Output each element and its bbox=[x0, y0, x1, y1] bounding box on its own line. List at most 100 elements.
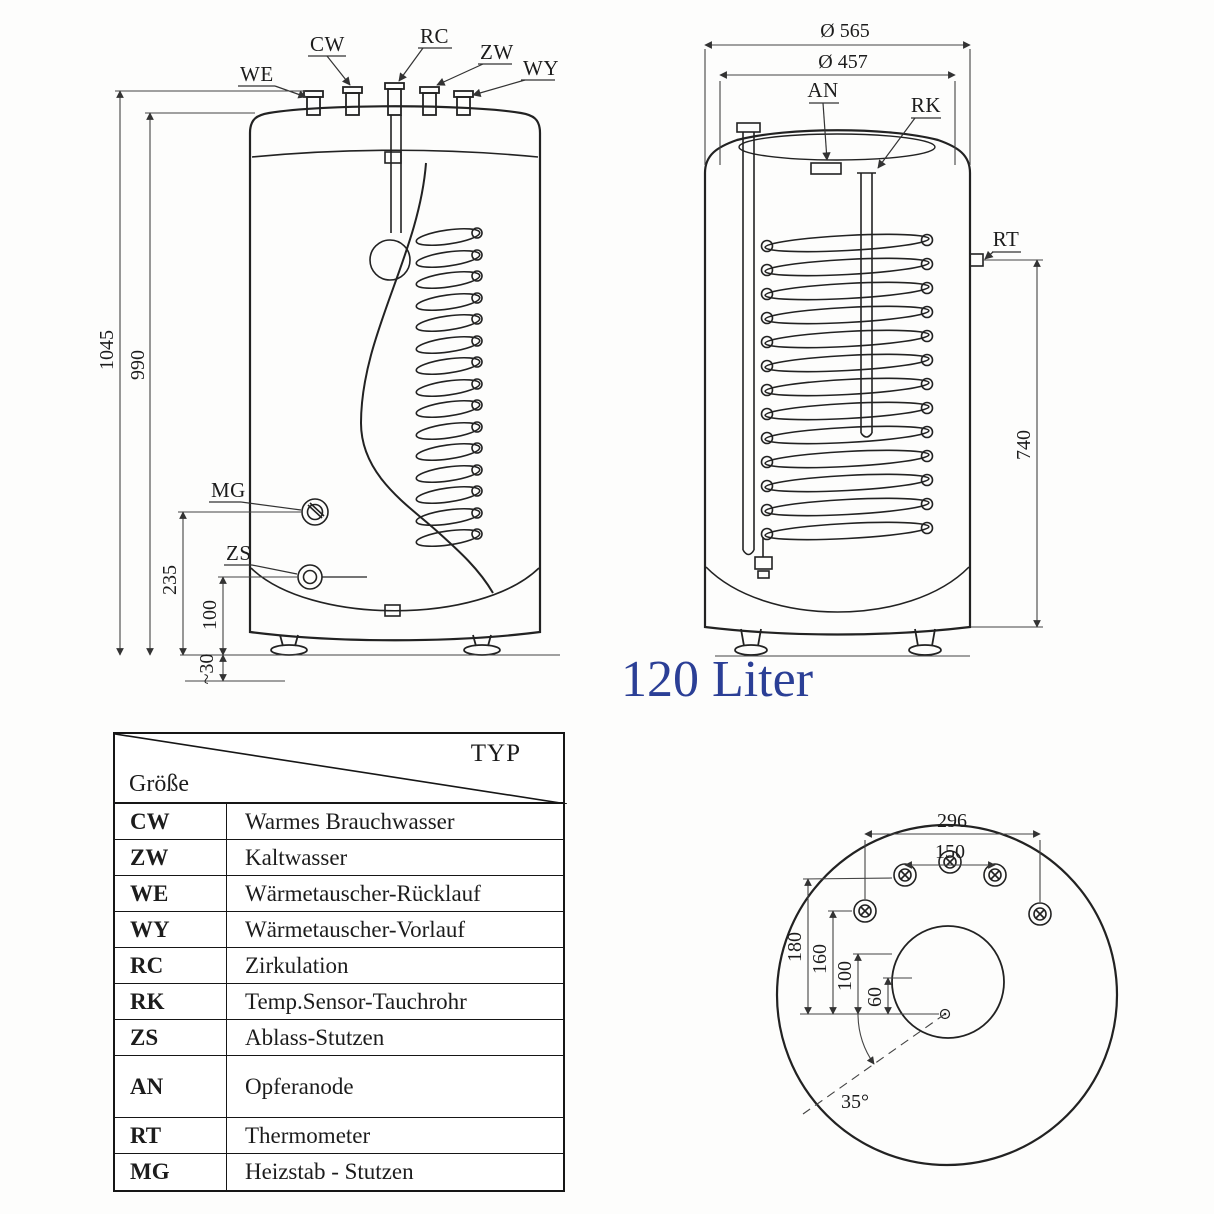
dim-coil-height: 740 bbox=[1013, 430, 1035, 460]
side-dimension-texts: Ø 565 Ø 457 740 bbox=[818, 20, 1035, 460]
thermometer-fitting bbox=[969, 253, 984, 267]
connection-outer-right bbox=[1028, 902, 1052, 926]
dim-mg-height: 235 bbox=[159, 565, 181, 595]
rt-label: RT bbox=[993, 227, 1020, 251]
dim-100: 100 bbox=[834, 961, 856, 991]
table-row: ZW Kaltwasser bbox=[115, 840, 563, 876]
top-view-tank bbox=[775, 823, 1119, 1167]
top-view-drawing: 296 150 180 160 100 60 35° bbox=[775, 810, 1119, 1167]
table-row: RK Temp.Sensor-Tauchrohr bbox=[115, 984, 563, 1020]
front-tank-outline bbox=[248, 105, 542, 642]
side-labels: AN RK RT bbox=[807, 78, 1020, 251]
table-row: WY Wärmetauscher-Vorlauf bbox=[115, 912, 563, 948]
coil-outlet-fitting bbox=[754, 556, 773, 570]
rk-label: RK bbox=[911, 93, 941, 117]
row-desc: Zirkulation bbox=[245, 952, 349, 978]
row-code: WY bbox=[115, 912, 227, 947]
heating-flange-circle bbox=[891, 925, 1005, 1039]
row-code: ZS bbox=[115, 1020, 227, 1055]
dim-150: 150 bbox=[935, 841, 965, 863]
dim-body-height: 990 bbox=[127, 350, 149, 380]
header-size-label: Größe bbox=[129, 771, 189, 797]
row-code: WE bbox=[115, 876, 227, 911]
table-row: AN Opferanode bbox=[115, 1056, 563, 1118]
table-row: RT Thermometer bbox=[115, 1118, 563, 1154]
row-desc: Temp.Sensor-Tauchrohr bbox=[245, 988, 467, 1014]
row-code: AN bbox=[115, 1056, 227, 1117]
zs-connection bbox=[297, 564, 367, 590]
front-dimension-lines bbox=[115, 90, 560, 682]
we-label: WE bbox=[240, 62, 274, 86]
heat-exchanger-coil bbox=[414, 224, 483, 551]
row-desc: Wärmetauscher-Rücklauf bbox=[245, 880, 481, 906]
side-tank-outline bbox=[703, 129, 972, 636]
row-code: CW bbox=[115, 804, 227, 839]
table-row: RC Zirkulation bbox=[115, 948, 563, 984]
side-view-drawing: AN RK RT Ø 565 Ø 457 740 bbox=[703, 20, 1043, 657]
side-feet bbox=[715, 628, 970, 657]
anode-plug bbox=[810, 162, 842, 175]
front-internals bbox=[297, 115, 494, 617]
sensor-tube bbox=[857, 172, 876, 438]
dim-180: 180 bbox=[784, 932, 806, 962]
dim-total-height: 1045 bbox=[96, 330, 118, 370]
front-dimension-texts: 1045 990 235 100 ~30 bbox=[96, 330, 221, 684]
inner-vessel-curve bbox=[359, 162, 494, 594]
top-view-dimension-lines bbox=[800, 830, 1041, 1115]
dim-60: 60 bbox=[864, 987, 886, 1007]
row-code: RC bbox=[115, 948, 227, 983]
mg-label: MG bbox=[211, 478, 246, 502]
table-row: CW Warmes Brauchwasser bbox=[115, 804, 563, 840]
row-code: MG bbox=[115, 1154, 227, 1190]
dim-zs-height: 100 bbox=[199, 600, 221, 630]
mg-connection bbox=[301, 498, 329, 526]
dim-inner-diameter: Ø 457 bbox=[818, 51, 867, 73]
dim-angle: 35° bbox=[841, 1091, 869, 1113]
row-desc: Warmes Brauchwasser bbox=[245, 808, 455, 834]
angle-arc bbox=[857, 1013, 875, 1065]
front-view-drawing: WE CW RC ZW WY MG ZS 1045 990 235 100 ~3… bbox=[96, 24, 560, 684]
dim-160: 160 bbox=[809, 944, 831, 974]
table-row: MG Heizstab - Stutzen bbox=[115, 1154, 563, 1190]
front-top-pipes bbox=[303, 82, 474, 116]
top-view-dimension-texts: 296 150 180 160 100 60 35° bbox=[784, 810, 967, 1113]
row-desc: Opferanode bbox=[245, 1073, 354, 1099]
table-row: ZS Ablass-Stutzen bbox=[115, 1020, 563, 1056]
header-diagonal-line bbox=[115, 734, 567, 804]
dim-outer-diameter: Ø 565 bbox=[820, 20, 869, 42]
tank-circumference bbox=[775, 823, 1119, 1167]
dim-296: 296 bbox=[937, 810, 967, 832]
row-desc: Ablass-Stutzen bbox=[245, 1024, 385, 1050]
connection-right bbox=[983, 863, 1007, 887]
side-label-leaders bbox=[809, 102, 1021, 260]
zs-label: ZS bbox=[226, 541, 252, 565]
side-dimension-lines bbox=[704, 41, 1043, 628]
row-code: RK bbox=[115, 984, 227, 1019]
cw-label: CW bbox=[310, 32, 345, 56]
center-mark bbox=[939, 1008, 951, 1020]
row-code: RT bbox=[115, 1118, 227, 1153]
front-label-leaders bbox=[209, 47, 555, 575]
connection-outer-left bbox=[853, 899, 877, 923]
header-type-label: TYP bbox=[470, 740, 521, 767]
front-labels: WE CW RC ZW WY MG ZS bbox=[211, 24, 559, 565]
rc-label: RC bbox=[420, 24, 449, 48]
inspection-flange bbox=[369, 239, 411, 281]
wy-label: WY bbox=[523, 56, 559, 80]
row-desc: Wärmetauscher-Vorlauf bbox=[245, 916, 466, 942]
row-code: ZW bbox=[115, 840, 227, 875]
dim-foot-height: ~30 bbox=[196, 654, 218, 685]
anode-tube bbox=[736, 122, 761, 556]
legend-header: TYP Größe bbox=[115, 734, 567, 804]
row-desc: Thermometer bbox=[245, 1122, 371, 1148]
row-desc: Kaltwasser bbox=[245, 844, 348, 870]
side-internals bbox=[736, 122, 984, 579]
side-coil bbox=[760, 230, 934, 544]
table-row: WE Wärmetauscher-Rücklauf bbox=[115, 876, 563, 912]
page-title: 120 Liter bbox=[620, 651, 814, 708]
connection-left bbox=[893, 863, 917, 887]
row-desc: Heizstab - Stutzen bbox=[245, 1159, 414, 1184]
zw-label: ZW bbox=[480, 40, 514, 64]
legend-table: TYP Größe CW Warmes Brauchwasser ZW Kalt… bbox=[113, 732, 567, 1192]
